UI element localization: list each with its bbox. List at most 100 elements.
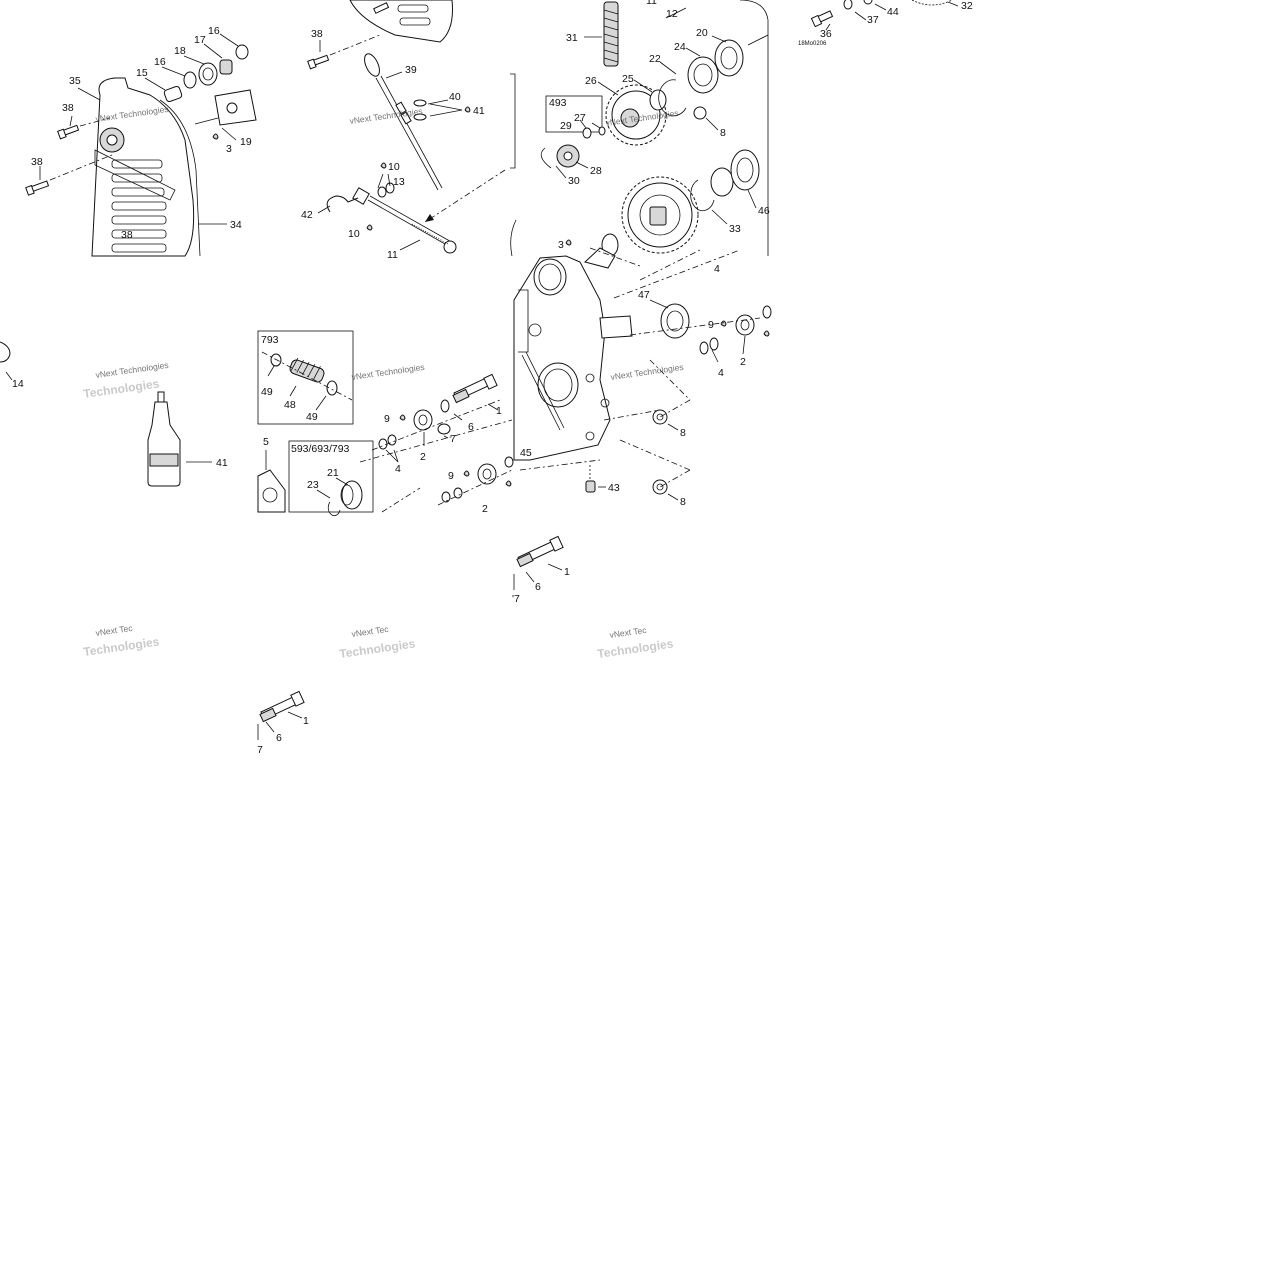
- seal-47: [660, 303, 690, 339]
- label: 20: [696, 27, 708, 39]
- label: 4: [714, 263, 720, 275]
- tensioner-pin: [194, 117, 219, 125]
- washer-49b: [326, 380, 338, 396]
- label: 2: [420, 451, 426, 463]
- spacer-15: [163, 85, 183, 103]
- upper-cover: [349, 0, 453, 43]
- label: 8: [680, 427, 686, 439]
- spring-axis: [261, 351, 353, 401]
- bolt-38-b: [25, 154, 113, 196]
- washer-16: [183, 71, 197, 89]
- watermark: vNext Technologies: [610, 362, 684, 382]
- washer-44: [863, 0, 873, 5]
- label: 42: [301, 209, 313, 221]
- plug-43: [585, 480, 596, 493]
- washer-16b: [235, 44, 249, 60]
- chaincase-housing: [513, 255, 611, 461]
- label: 6: [535, 581, 541, 593]
- label: 5: [263, 436, 269, 448]
- bearing-a: [710, 167, 734, 197]
- adjuster-bolt-11: [352, 187, 457, 254]
- o-ring-40b: [413, 113, 427, 121]
- dipstick-39: [364, 53, 443, 191]
- housing-flange: [518, 289, 529, 353]
- cover-slots: [111, 159, 167, 253]
- label: 2: [482, 503, 488, 515]
- label: 47: [638, 289, 650, 301]
- washer-29: [582, 127, 592, 139]
- label: '7: [512, 593, 520, 605]
- housing-5: [257, 469, 286, 513]
- part-14-edge: [0, 341, 11, 363]
- routing-lines: [519, 247, 761, 488]
- nut-2-a: [413, 409, 433, 431]
- label: 38: [31, 156, 43, 168]
- sprocket-32-edge: [911, 0, 953, 6]
- washer-49a: [270, 353, 282, 367]
- label: 41: [216, 457, 228, 469]
- bearing-24: [687, 56, 719, 94]
- bolt-1-a: [452, 373, 498, 404]
- label: 19: [240, 136, 252, 148]
- label: 30: [568, 175, 580, 187]
- bushing-21: [341, 480, 363, 510]
- label: 4: [395, 463, 401, 475]
- bolt-1-b: [516, 535, 564, 568]
- seal-46: [730, 149, 760, 191]
- label: 46: [758, 205, 770, 217]
- bolt-upper: [373, 2, 390, 14]
- nut-7: [437, 423, 451, 435]
- label: 31: [566, 32, 578, 44]
- box-label: 793: [261, 334, 279, 346]
- label: 1: [564, 566, 570, 578]
- label: 7: [450, 433, 456, 445]
- box-label: 493: [549, 97, 567, 109]
- label: 28: [590, 165, 602, 177]
- washer-25: [649, 89, 667, 111]
- upper-cover-slots: [397, 4, 431, 26]
- label: 3: [558, 239, 564, 251]
- cover-seal: [159, 99, 201, 257]
- clip-30: [540, 147, 552, 169]
- label: 8: [680, 496, 686, 508]
- label: 13: [393, 176, 405, 188]
- tile-far-right: 36 37 44 32 18Mo0206: [798, 0, 973, 47]
- label: 26: [585, 75, 597, 87]
- label: 10: [388, 161, 400, 173]
- label: 40: [449, 91, 461, 103]
- label: 29: [560, 120, 572, 132]
- label: 10: [348, 228, 360, 240]
- label: 16: [154, 56, 166, 68]
- label: 21: [327, 467, 339, 479]
- label: 36: [820, 28, 832, 40]
- watermark: vNext Technologies: [351, 362, 425, 382]
- label: 11: [387, 249, 398, 261]
- tile-top-middle: 38 39 40 41 10 13 42 10 11 vNext Technol…: [301, 0, 517, 261]
- washer-37: [843, 0, 853, 10]
- label: 22: [649, 53, 661, 65]
- drop-3: [212, 133, 219, 140]
- label: 3: [226, 143, 232, 155]
- tile-top-left: 35 38 38 38 15 16 18 17 16 19 3 34 vNext…: [25, 25, 257, 257]
- partial-edge: [510, 219, 517, 257]
- box-793: [257, 330, 354, 425]
- leaders-tl: [39, 33, 239, 225]
- bolt-1-c: [259, 690, 305, 723]
- label: 2: [740, 356, 746, 368]
- label: 9: [448, 470, 454, 482]
- box-label: 593/693/793: [291, 443, 350, 455]
- label: 41: [473, 105, 485, 117]
- needle-bearing-17: [219, 59, 233, 75]
- tile-row2-left: 14 41 vNext Technologies Technologies: [0, 341, 228, 487]
- label: 12: [666, 8, 678, 20]
- o-ring-40: [413, 99, 427, 107]
- center-line: [424, 169, 506, 223]
- circlip-22: [658, 79, 687, 117]
- label: 48: [284, 399, 296, 411]
- label: 24: [674, 41, 686, 53]
- chaincase-cover: [91, 77, 195, 257]
- spring-48: [289, 357, 325, 383]
- label: 9: [708, 319, 714, 331]
